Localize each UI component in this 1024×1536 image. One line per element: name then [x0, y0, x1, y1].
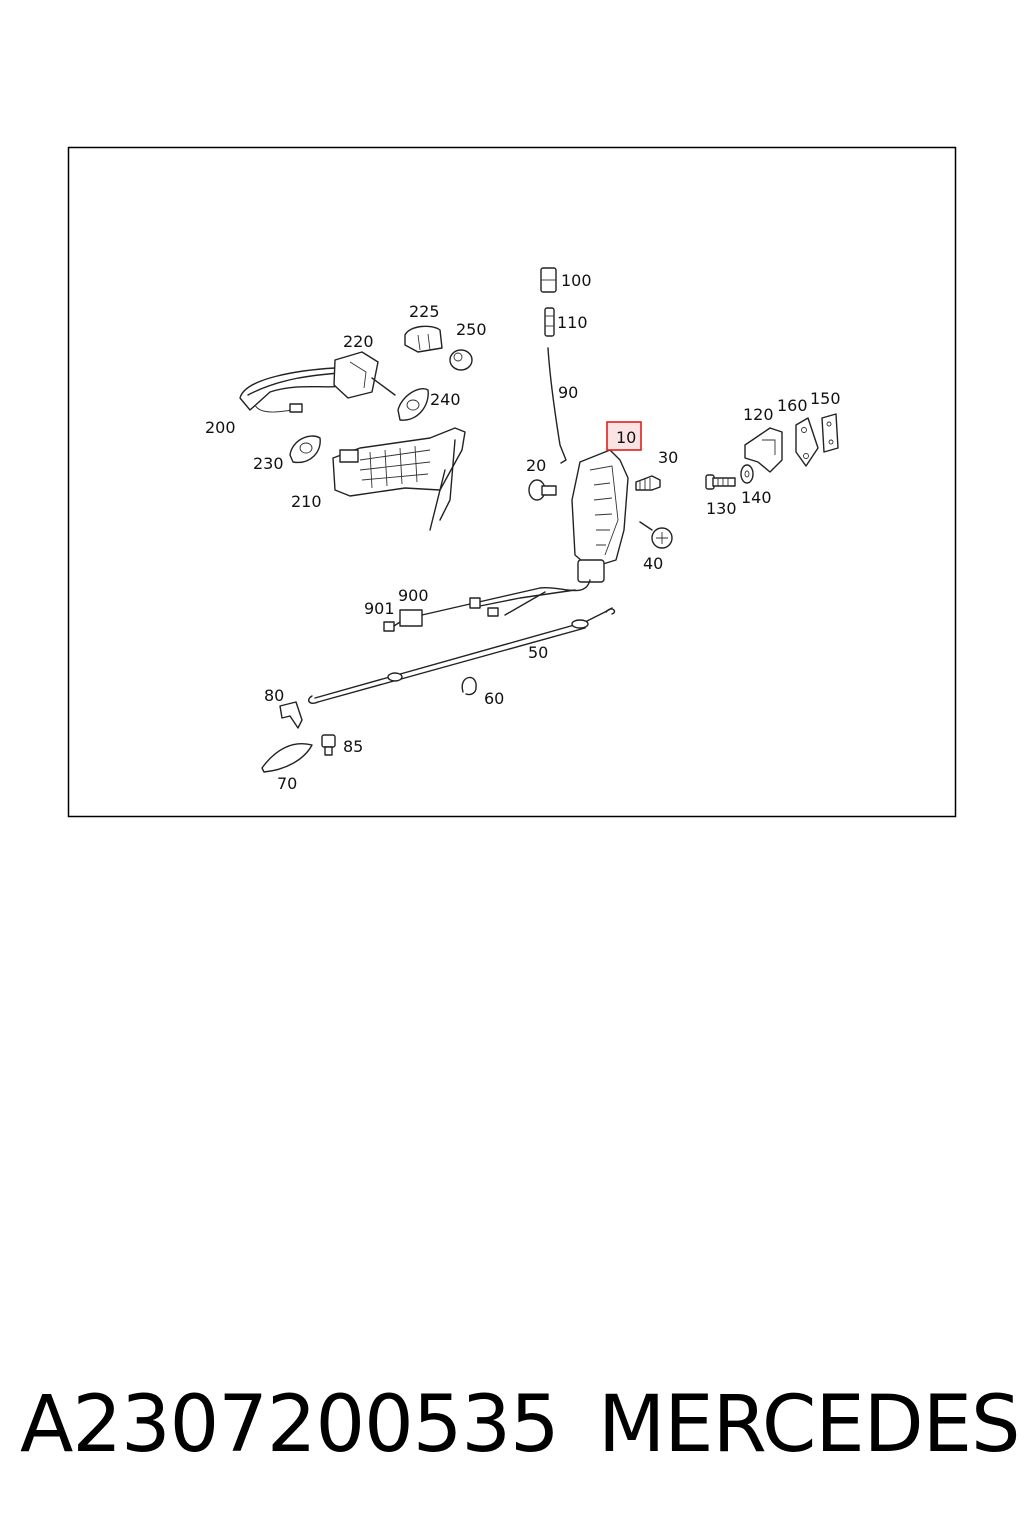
part-150-shim: [821, 413, 839, 453]
callout-250: 250: [456, 320, 487, 339]
part-90-rod: [547, 347, 567, 464]
part-60-clip: [461, 676, 477, 696]
part-10-door-lock: [469, 449, 629, 616]
part-85-clip: [321, 734, 336, 756]
callout-130: 130: [706, 499, 737, 518]
callout-70: 70: [277, 774, 297, 793]
callout-120: 120: [743, 405, 774, 424]
callout-230: 230: [253, 454, 284, 473]
callout-40: 40: [643, 554, 663, 573]
callout-20: 20: [526, 456, 546, 475]
callout-85: 85: [343, 737, 363, 756]
diagram-frame: [67, 146, 957, 818]
callout-150: 150: [810, 389, 841, 408]
part-225-lock-cylinder: [404, 325, 443, 353]
part-30-screw: [635, 475, 661, 491]
callout-10: 10: [616, 428, 636, 447]
callout-90: 90: [558, 383, 578, 402]
callout-60: 60: [484, 689, 504, 708]
callout-210: 210: [291, 492, 322, 511]
part-200-outer-handle: [239, 367, 346, 413]
part-80-bracket: [279, 701, 303, 729]
part-20-bolt: [528, 479, 557, 501]
footer: A2307200535 MERCEDES: [0, 1370, 1024, 1480]
callout-80: 80: [264, 686, 284, 705]
part-160-plate: [795, 417, 819, 467]
callout-100: 100: [561, 271, 592, 290]
brand-name: MERCEDES: [598, 1380, 1020, 1470]
part-120-striker: [744, 427, 783, 473]
callout-220: 220: [343, 332, 374, 351]
callout-200: 200: [205, 418, 236, 437]
callout-225: 225: [409, 302, 440, 321]
part-901-plug: [383, 621, 401, 632]
part-250-cap: [449, 349, 473, 371]
callout-110: 110: [557, 313, 588, 332]
part-130-bolt: [705, 474, 736, 490]
part-110-sleeve: [544, 307, 555, 337]
part-40-screw: [639, 521, 673, 549]
parts-diagram: 10 20 30 40 50 60 70 80 85 90 100 110 12…: [67, 146, 957, 818]
part-230-gasket: [289, 435, 321, 464]
callout-901: 901: [364, 599, 395, 618]
part-140-washer: [740, 464, 754, 484]
callout-30: 30: [658, 448, 678, 467]
part-240-gasket: [397, 388, 429, 421]
part-50-cable: [308, 607, 616, 705]
part-100-clip: [540, 267, 557, 293]
highlight-box: [606, 421, 642, 451]
part-900-connector: [399, 597, 499, 627]
callout-900: 900: [398, 586, 429, 605]
callout-140: 140: [741, 488, 772, 507]
part-70-cover: [261, 743, 313, 773]
callout-240: 240: [430, 390, 461, 409]
part-210-handle-carrier: [332, 427, 466, 531]
part-number: A2307200535: [20, 1380, 560, 1470]
callout-50: 50: [528, 643, 548, 662]
callout-160: 160: [777, 396, 808, 415]
part-220-handle-bracket: [333, 351, 396, 399]
